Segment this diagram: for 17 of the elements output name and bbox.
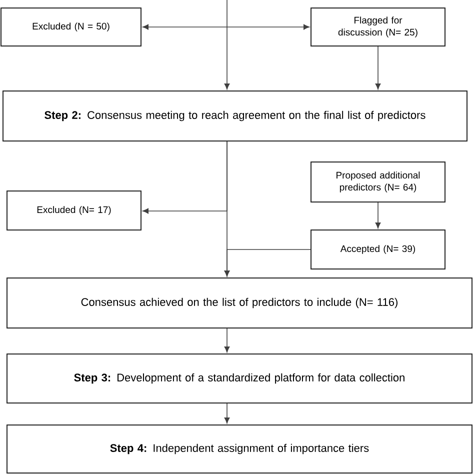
process-box: Consensus achieved on the list of predictors to include (N= 116): [6, 278, 472, 328]
arrow: [142, 24, 228, 30]
process-box: Flagged for discussion (N= 25): [310, 8, 446, 46]
arrow: [226, 24, 310, 30]
process-box: Accepted (N= 39): [310, 230, 446, 270]
arrow: [375, 202, 381, 228]
arrow: [224, 328, 230, 352]
arrow: [224, 403, 230, 424]
step-box: Step 3: Development of a standardized platform for data collection: [6, 354, 472, 404]
step-box: Step 4: Independent assignment of importance tiers: [6, 424, 472, 474]
arrow: [224, 0, 230, 90]
process-box: Excluded (N = 50): [0, 8, 142, 46]
step-box: Step 2: Consensus meeting to reach agreement on the final list of predictors: [2, 90, 468, 142]
arrow: [224, 249, 311, 276]
arrow: [375, 46, 381, 90]
process-box: Excluded (N= 17): [6, 190, 142, 230]
process-box: Proposed additional predictors (N= 64): [310, 162, 446, 202]
